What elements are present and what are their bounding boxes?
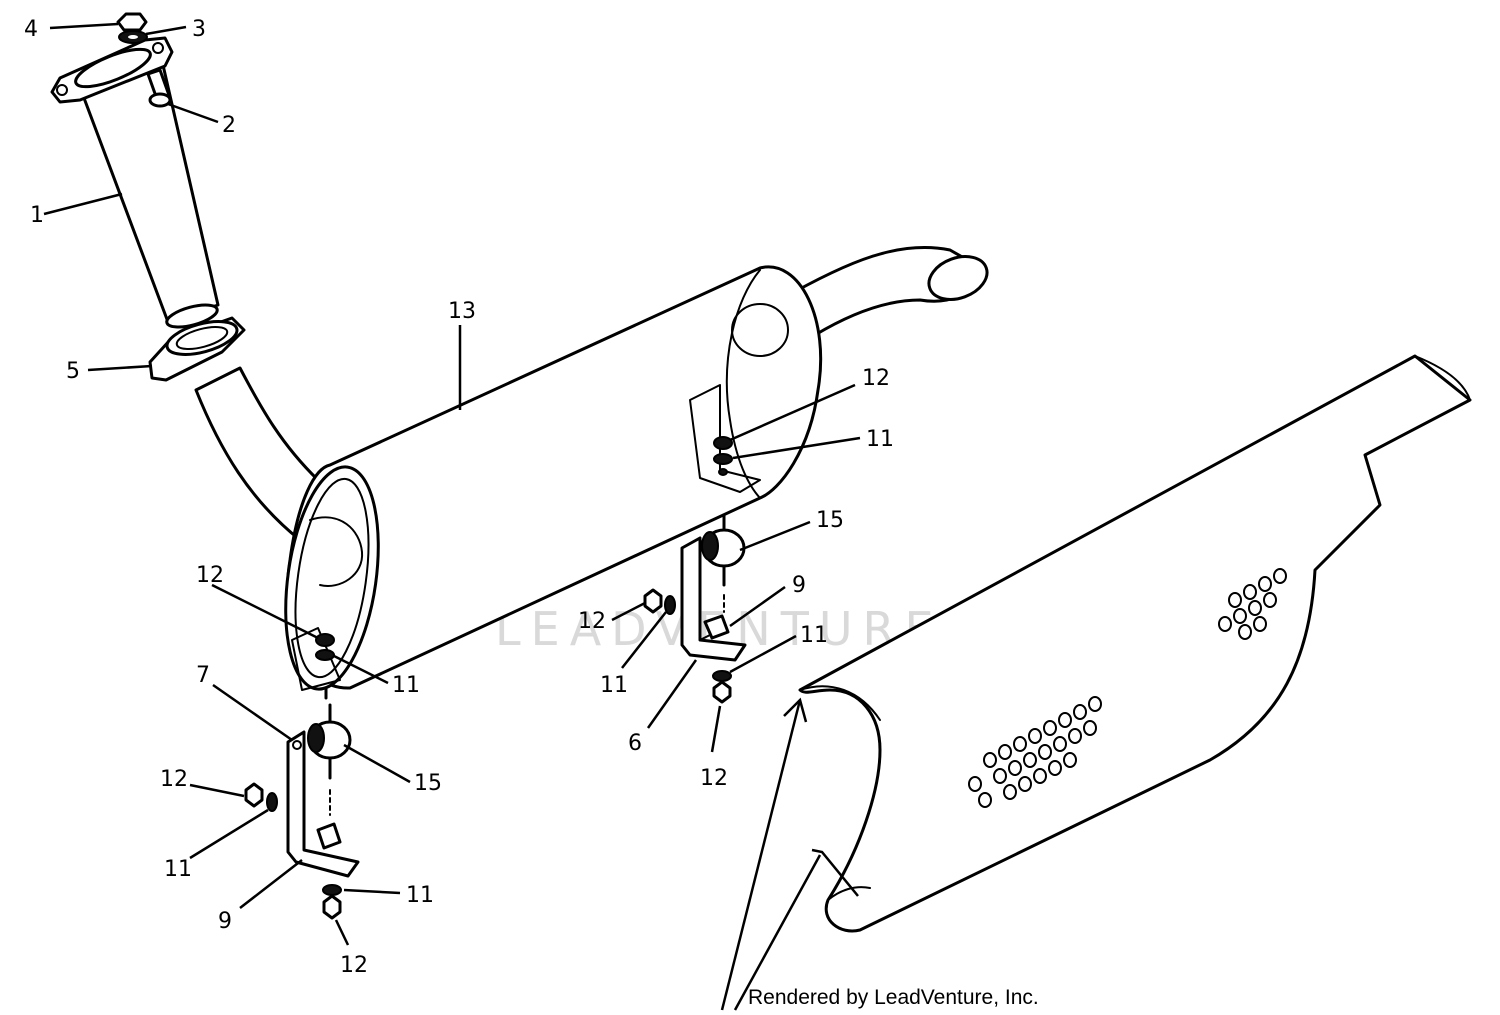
nut-washer-lower-left	[315, 633, 335, 661]
nut-washer-left-bottom	[322, 884, 342, 920]
callout-12-right-bottom: 12	[700, 766, 728, 791]
callout-7: 7	[196, 663, 210, 688]
callout-11-right-side: 11	[600, 673, 628, 698]
callout-3: 3	[192, 17, 206, 42]
callout-12-left-bottom: 12	[340, 953, 368, 978]
callout-11-left-side: 11	[164, 857, 192, 882]
gasket-part-5	[148, 316, 246, 382]
muffler-part-13	[194, 246, 989, 691]
spacer-part-9-left	[316, 822, 342, 850]
callout-2: 2	[222, 113, 236, 138]
callout-15-left: 15	[414, 771, 442, 796]
bracket-part-7	[286, 730, 360, 878]
callout-12-left-side: 12	[160, 767, 188, 792]
callout-5: 5	[66, 359, 80, 384]
callout-1: 1	[30, 203, 44, 228]
callout-11-upper: 11	[866, 427, 894, 452]
callout-11-lower-left: 11	[392, 673, 420, 698]
callout-12-lower-left: 12	[196, 563, 224, 588]
callout-9-right: 9	[792, 573, 806, 598]
nut-washer-left-side	[244, 782, 278, 812]
callout-6: 6	[628, 731, 642, 756]
nut-washer-upper-right	[713, 436, 733, 476]
exhaust-pipe-part-1	[50, 36, 220, 329]
callout-11-right-bottom: 11	[800, 623, 828, 648]
rubber-mount-part-15-left	[307, 686, 352, 816]
bolt-part-2	[146, 68, 172, 108]
spacer-part-9-right	[703, 614, 730, 640]
credit-text: Rendered by LeadVenture, Inc.	[748, 986, 1039, 1009]
callout-15-right: 15	[816, 508, 844, 533]
callout-12-right-side: 12	[578, 609, 606, 634]
callout-13: 13	[448, 299, 476, 324]
washer-part-3	[118, 30, 148, 44]
callout-12-upper: 12	[862, 366, 890, 391]
nut-part-4	[116, 12, 148, 32]
nut-washer-right-side	[643, 588, 676, 615]
leader-lines	[43, 22, 861, 1011]
nut-washer-right-bottom	[712, 670, 732, 704]
callout-4: 4	[24, 17, 38, 42]
heat-shield	[798, 354, 1472, 933]
rubber-mount-part-15-right	[701, 513, 746, 613]
callout-11-left-bottom: 11	[406, 883, 434, 908]
callout-9-left: 9	[218, 909, 232, 934]
